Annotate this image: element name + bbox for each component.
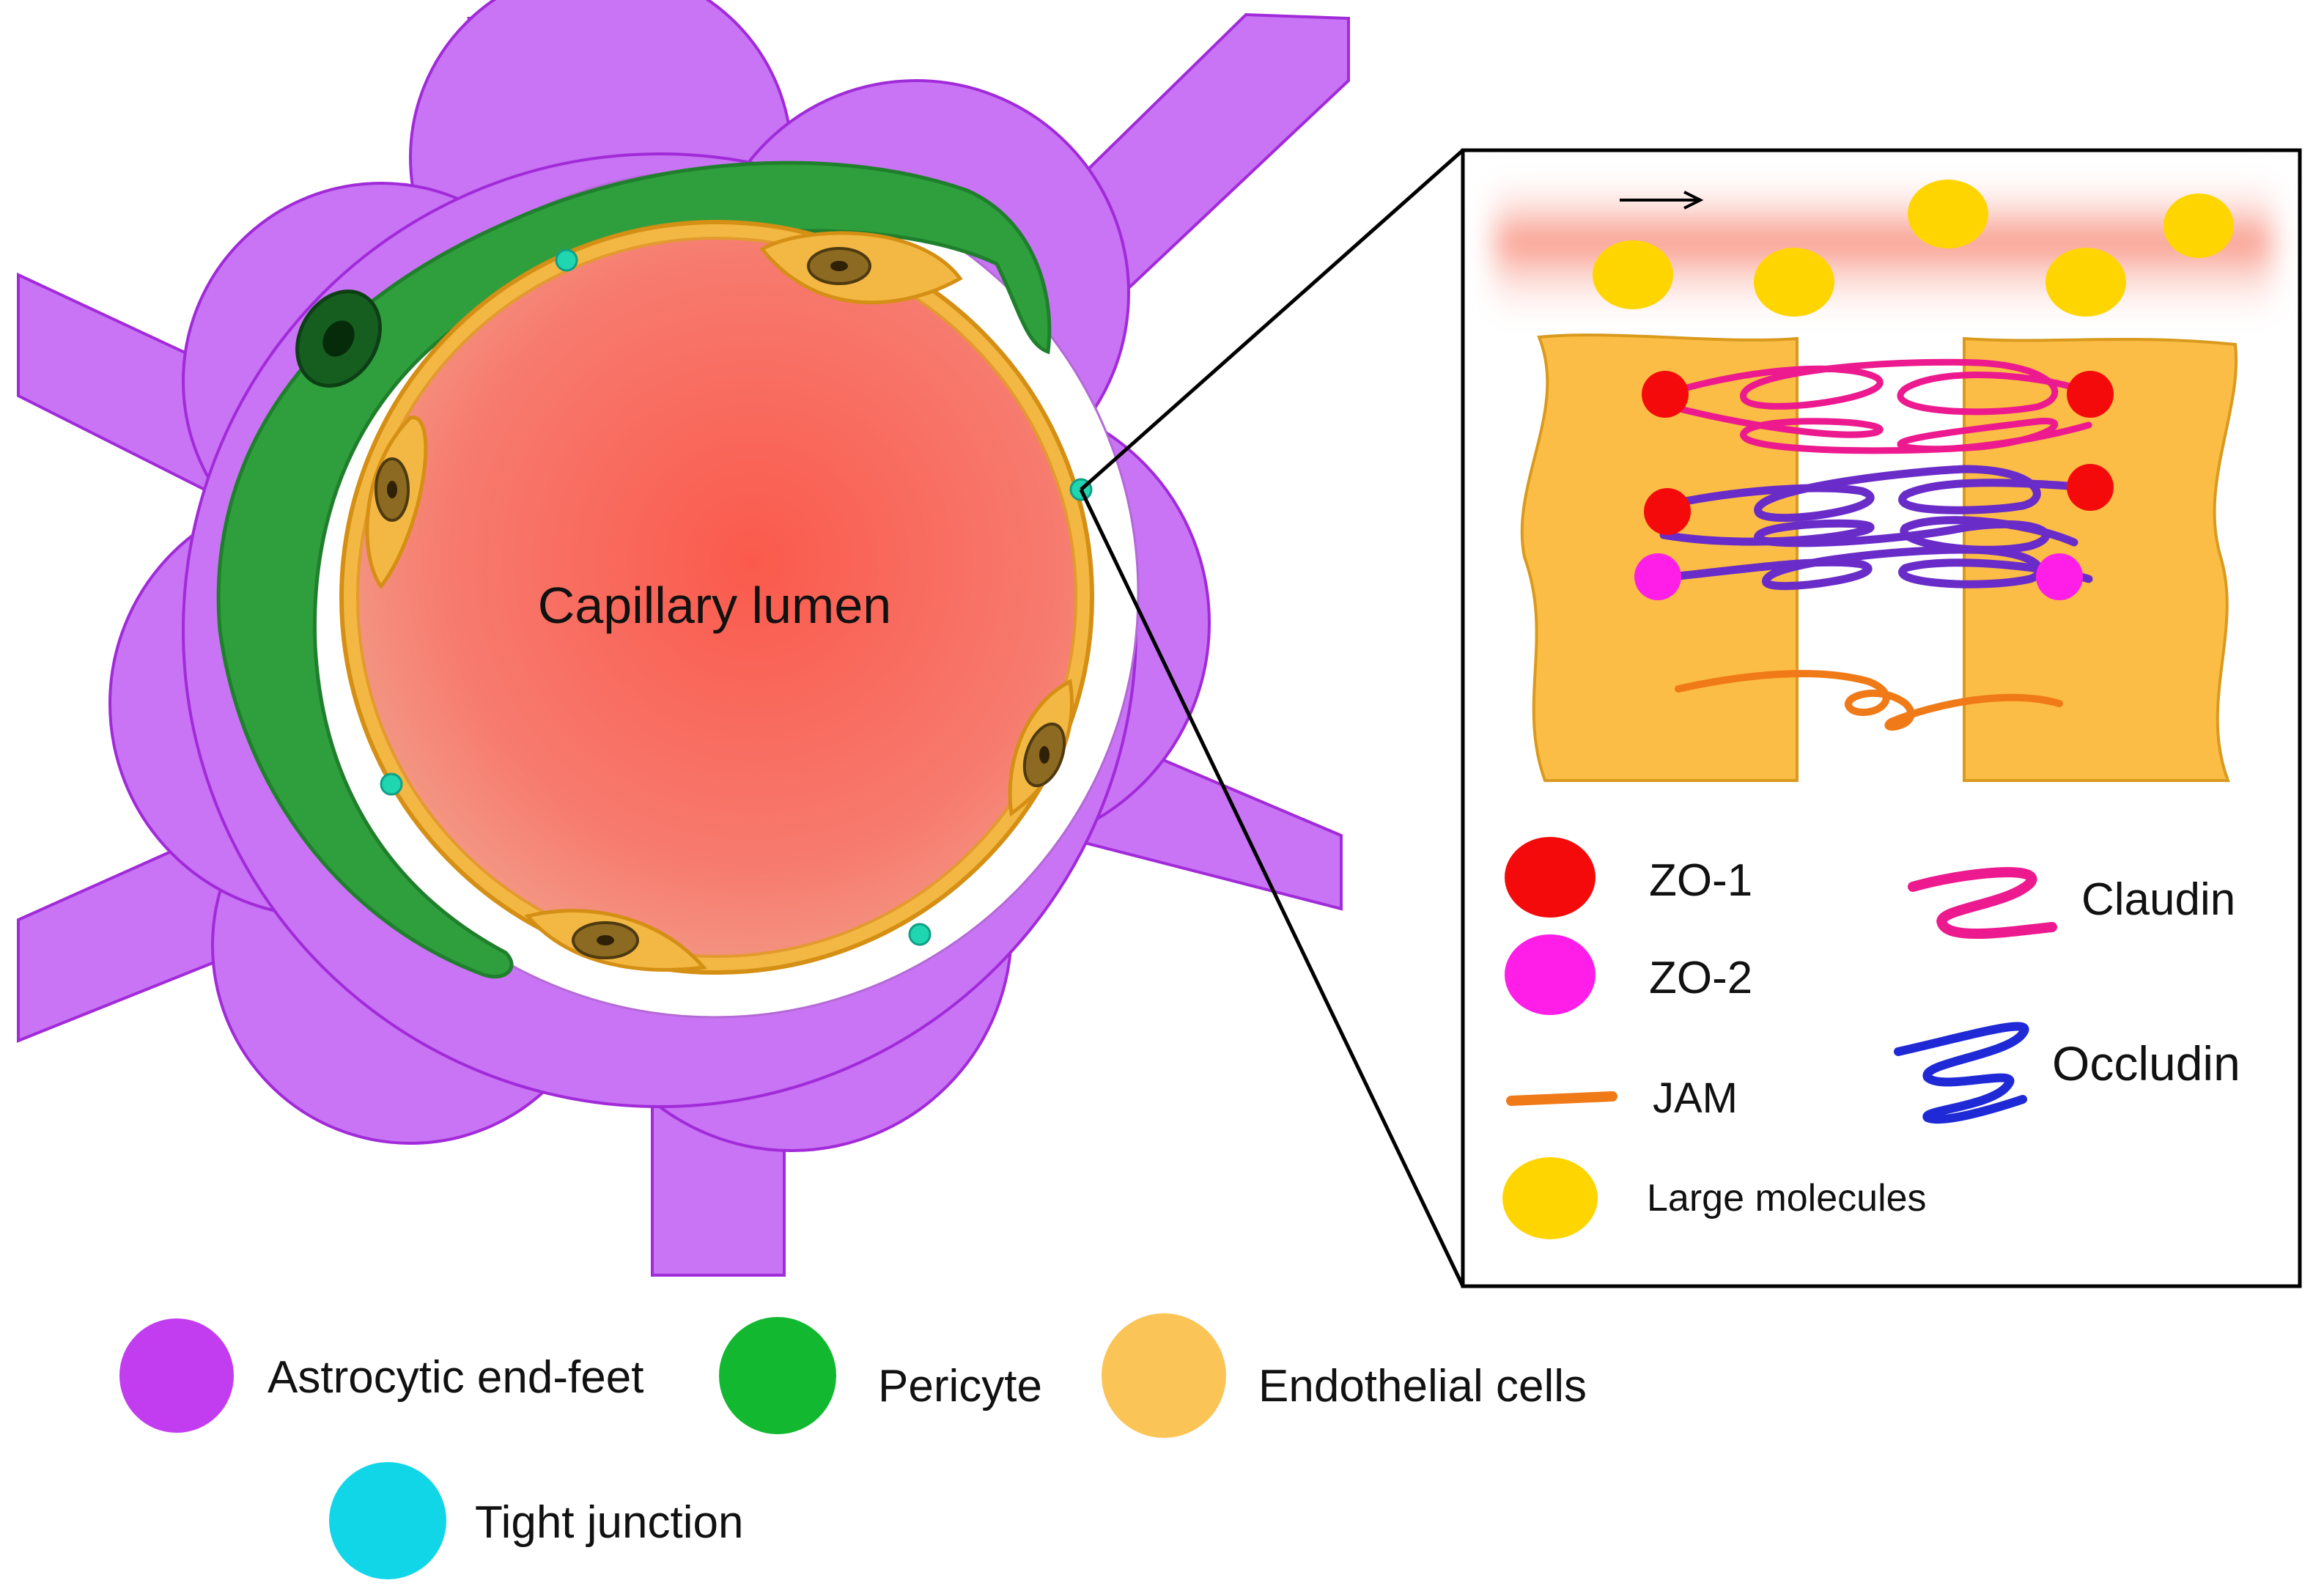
occludin-key-icon <box>1894 1022 2029 1124</box>
zo-1-dot <box>2067 464 2114 511</box>
pericyte-label: Pericyte <box>878 1361 1042 1412</box>
tight-junction-inset: ZO-1 ZO-2 JAM Large molecules Claudin Oc… <box>1461 148 2302 1288</box>
claudin-key-icon <box>1908 867 2057 939</box>
large-molecules <box>1593 180 2234 317</box>
jam-key-label: JAM <box>1653 1074 1738 1122</box>
claudin-strands <box>1667 358 2092 454</box>
endothelial-cell-right-block <box>1963 336 2238 782</box>
zo-1-key-icon <box>1505 837 1596 918</box>
zo-2-dot <box>2036 553 2083 600</box>
zo-2-key-icon <box>1505 934 1596 1015</box>
inset-key: ZO-1 ZO-2 JAM Large molecules Claudin Oc… <box>1502 837 2240 1239</box>
large-molecules-key-label: Large molecules <box>1647 1177 1927 1220</box>
endothelial-cells-swatch <box>1102 1313 1226 1438</box>
claudin-key-label: Claudin <box>2081 874 2235 925</box>
zo-1-dot <box>1642 371 1689 418</box>
pericyte-swatch <box>719 1317 836 1434</box>
tight-junction-dot <box>555 248 578 272</box>
zoom-lines <box>1079 149 1465 1288</box>
zo-proteins <box>1634 371 2114 600</box>
tight-junction-dot <box>380 772 403 796</box>
zo-2-key-label: ZO-2 <box>1649 953 1752 1003</box>
jam-key-icon <box>1506 1091 1617 1106</box>
astrocytic-end-feet-label: Astrocytic end-feet <box>268 1352 643 1403</box>
tight-junction-dot <box>908 923 932 946</box>
cell-type-legend: Astrocytic end-feet Pericyte Endothelial… <box>119 1313 1587 1579</box>
capillary-cross-section: Capillary lumen <box>17 0 1350 1277</box>
large-molecule <box>1908 180 1988 248</box>
occludin-key-label: Occludin <box>2052 1036 2240 1091</box>
tight-junction-swatch <box>329 1462 446 1579</box>
occludin-strands <box>1645 465 2093 591</box>
large-molecule <box>2046 248 2126 317</box>
tight-junction-label: Tight junction <box>475 1497 743 1548</box>
lumen-label: Capillary lumen <box>538 577 891 634</box>
astrocytic-end-feet-swatch <box>119 1318 234 1433</box>
large-molecule <box>1593 240 1673 309</box>
large-molecule <box>2163 193 2234 258</box>
tight-junctions <box>380 248 1093 946</box>
large-molecules-key-icon <box>1502 1157 1598 1239</box>
capillary-lumen <box>356 237 1077 958</box>
zo-1-dot <box>1644 488 1691 535</box>
pericyte-nucleolus <box>322 320 355 357</box>
jam-strand <box>1675 670 2063 731</box>
pericyte <box>216 160 1052 979</box>
zo-2-dot <box>1634 553 1681 600</box>
endothelial-cells-label: Endothelial cells <box>1258 1361 1587 1412</box>
zo-1-dot <box>2067 371 2114 418</box>
zo-1-key-label: ZO-1 <box>1649 855 1752 906</box>
flow-arrow <box>1620 191 1704 210</box>
large-molecule <box>1754 248 1834 317</box>
